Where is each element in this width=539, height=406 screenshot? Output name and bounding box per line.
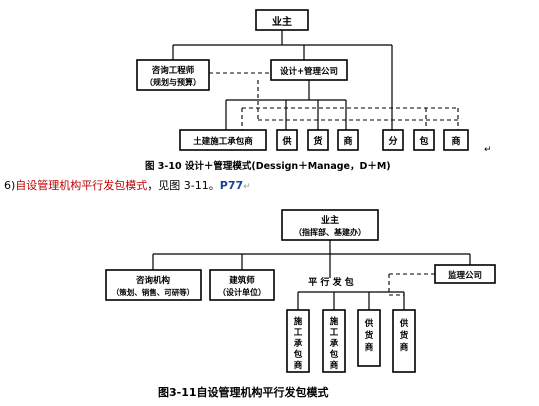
- vertical-char: 供: [399, 318, 409, 329]
- paragraph-line: 6)自设管理机构平行发包模式，见图 3-11。P77↵: [4, 177, 251, 193]
- return-mark: ↵: [484, 145, 492, 155]
- subcontractor-char: 分: [388, 135, 397, 147]
- subcontractor-box: [443, 129, 469, 151]
- subcontractor-char: 商: [451, 135, 460, 147]
- vertical-char: 施: [330, 316, 339, 327]
- vertical-char: 商: [400, 342, 409, 353]
- figure-3-11: 业主 （指挥部、基建办） 咨询机构 （策划、销售、可研等） 建筑师 （设计单位）…: [105, 209, 496, 399]
- supervision-company-label: 监理公司: [448, 270, 482, 281]
- design-management-label: 设计+管理公司: [280, 66, 338, 77]
- supplier-box: [307, 129, 329, 151]
- consulting-engineer-label: 咨询工程师: [152, 65, 195, 76]
- vertical-char: 供: [364, 318, 374, 329]
- parallel-contracting-label: 平 行 发 包: [308, 276, 353, 288]
- paragraph-prefix: 6): [4, 179, 16, 192]
- vertical-char: 包: [294, 349, 303, 360]
- supplier-box: [276, 129, 298, 151]
- return-mark: ↵: [243, 182, 251, 192]
- vertical-char: 包: [330, 349, 339, 360]
- consulting-institution-sub: （策划、销售、可研等）: [112, 287, 195, 297]
- figure-3-10: 业主 咨询工程师 （规划与预算） 设计+管理公司 土建施工承包商: [136, 9, 492, 172]
- vertical-char: 施: [294, 316, 303, 327]
- vertical-char: 货: [399, 330, 409, 341]
- vertical-char: 承: [330, 339, 339, 349]
- vertical-char: 工: [330, 328, 339, 338]
- paragraph-highlight: 自设管理机构平行发包模式: [15, 179, 148, 192]
- supplier-box: [337, 129, 359, 151]
- supplier-box: [357, 309, 381, 367]
- subcontractor-char: 包: [418, 135, 428, 147]
- consulting-institution-box: [105, 269, 202, 301]
- supplier-char: 供: [281, 135, 291, 147]
- paragraph-middle: ，见图 3-11。: [147, 179, 220, 192]
- owner-label: 业主: [272, 15, 292, 28]
- vertical-char: 货: [364, 330, 374, 341]
- consulting-engineer-sub: （规划与预算）: [145, 77, 201, 87]
- page-reference: P77: [219, 179, 244, 192]
- vertical-char: 商: [330, 360, 339, 371]
- civil-contractor-box: [179, 129, 267, 151]
- vertical-char: 承: [294, 339, 303, 349]
- figure-3-11-caption: 图3-11自设管理机构平行发包模式: [158, 385, 329, 399]
- subcontractor-box: [382, 129, 404, 151]
- figure-3-10-caption: 图 3-10 设计＋管理模式(Dessign＋Manage，D＋M): [145, 160, 391, 172]
- vertical-char: 商: [294, 360, 303, 371]
- architect-sub: （设计单位）: [218, 287, 266, 297]
- vertical-char: 商: [365, 342, 374, 353]
- subcontractor-box: [413, 129, 435, 151]
- supplier-char: 商: [343, 135, 352, 147]
- architect-label: 建筑师: [228, 275, 255, 286]
- supplier-char: 货: [313, 135, 322, 147]
- owner-hq-label: 业主: [321, 214, 339, 226]
- civil-contractor-label: 土建施工承包商: [193, 136, 253, 147]
- construction-contractor-box: [286, 309, 310, 373]
- consulting-institution-label: 咨询机构: [136, 275, 171, 286]
- vertical-char: 工: [294, 328, 303, 338]
- architect-box: [209, 269, 275, 301]
- construction-contractor-box: [322, 309, 346, 373]
- owner-hq-sub: （指挥部、基建办）: [294, 227, 366, 237]
- supplier-box: [392, 309, 416, 373]
- consulting-engineer-box: [136, 59, 210, 91]
